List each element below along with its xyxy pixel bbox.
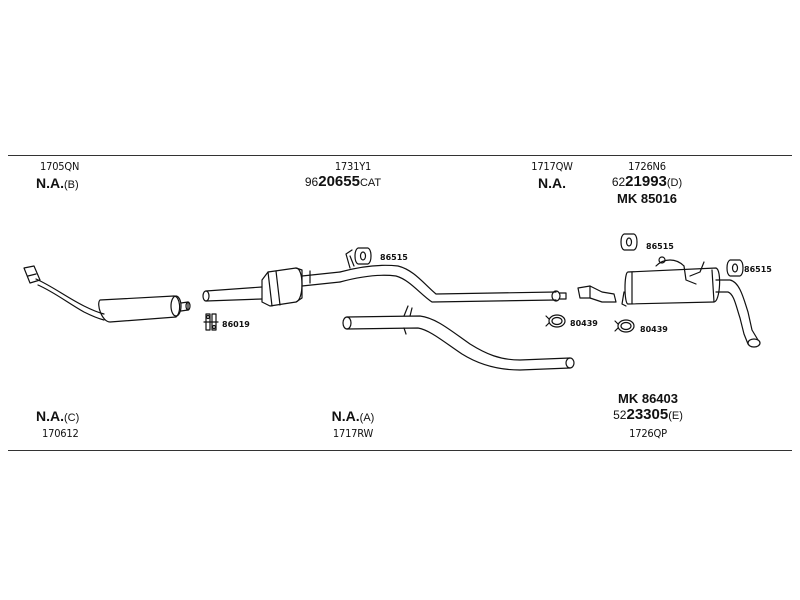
code-1726qp: 1726QP (629, 427, 667, 440)
ref-main: 20655 (318, 173, 360, 190)
catalytic-converter (202, 267, 341, 307)
code-1717qw: 1717QW (531, 160, 573, 173)
ref-prefix: 96 (304, 175, 319, 189)
front-pipe-muffler (23, 265, 191, 323)
ref-na-a: N.A.(A) (332, 408, 375, 424)
ref-suffix: (A) (359, 412, 375, 424)
connector-pipe (577, 285, 617, 303)
ref-na-c: N.A.(C) (36, 408, 79, 424)
top-rule (8, 155, 792, 156)
ref-suffix: (C) (64, 412, 80, 424)
ref-na-b: N.A.(B) (36, 175, 79, 191)
code-1717rw: 1717RW (332, 427, 374, 440)
clamp-ring-80439-icon (545, 314, 566, 328)
code-1726n6: 1726N6 (628, 160, 666, 173)
rear-muffler (621, 256, 761, 348)
code-1705qn: 1705QN (40, 160, 80, 173)
ref-suffix: (B) (64, 179, 79, 191)
ref-suffix: (D) (666, 177, 683, 189)
ref-suffix: (E) (668, 410, 683, 422)
clamp-86019-icon (203, 313, 219, 331)
part-80439-left-label: 80439 (570, 319, 598, 328)
hanger-86515-end-icon (726, 259, 744, 277)
ref-text: N.A. (36, 175, 64, 191)
hanger-86515-icon (354, 247, 372, 265)
ref-6221993d: 6221993(D) (612, 173, 682, 190)
ref-5223305e: 5223305(E) (613, 406, 683, 423)
hanger-86515-right-icon (620, 233, 638, 251)
mk-85016: MK 85016 (617, 191, 677, 206)
ref-main: 23305 (626, 406, 669, 423)
part-80439-right-label: 80439 (640, 325, 668, 334)
middle-pipe-upper (339, 249, 567, 303)
part-86019-label: 86019 (222, 320, 250, 329)
bottom-rule (8, 450, 792, 451)
ref-prefix: 52 (613, 408, 627, 422)
mk-86403: MK 86403 (618, 391, 678, 406)
part-86515-right-end-label: 86515 (744, 265, 772, 274)
part-86515-right-top-label: 86515 (646, 242, 674, 251)
ref-text: N.A. (331, 408, 360, 424)
ref-main: 21993 (625, 173, 667, 190)
ref-prefix: 62 (611, 175, 626, 189)
ref-text: N.A. (36, 408, 64, 424)
code-1731y1: 1731Y1 (334, 160, 372, 173)
part-86515-center-label: 86515 (380, 253, 408, 262)
ref-na-plain: N.A. (538, 175, 566, 191)
code-170612: 170612 (42, 427, 79, 440)
ref-9620655cat: 9620655CAT (305, 173, 381, 190)
clamp-ring-80439-right-icon (614, 319, 635, 333)
ref-suffix: CAT (359, 177, 382, 189)
middle-pipe-lower (342, 305, 575, 371)
